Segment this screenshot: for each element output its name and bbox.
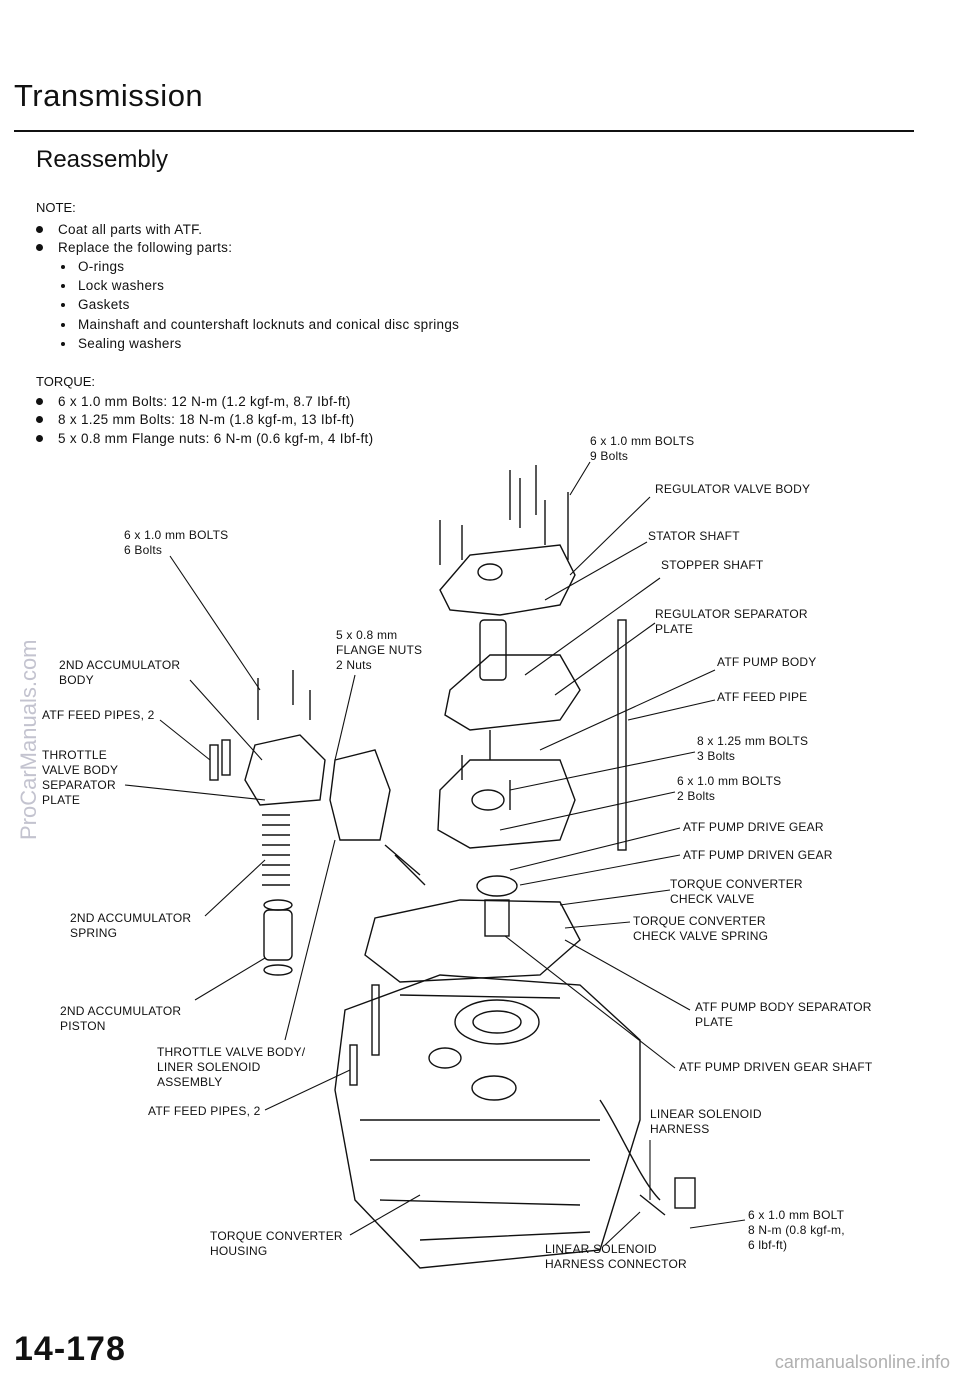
footer-site: carmanualsonline.info <box>774 1352 950 1372</box>
housing-bore <box>454 999 540 1045</box>
note-heading: NOTE: <box>36 200 76 215</box>
label-tc-check-valve: TORQUE CONVERTER CHECK VALVE <box>670 877 803 906</box>
label-pump-driven-gear: ATF PUMP DRIVEN GEAR <box>683 848 833 862</box>
note-subitem: O-rings <box>61 259 124 274</box>
label-accumulator-piston: 2ND ACCUMULATOR PISTON <box>60 1004 182 1033</box>
pump-separator-plate <box>364 899 581 983</box>
note-subitem: Sealing washers <box>61 336 182 351</box>
label-pump-driven-gear-shaft: ATF PUMP DRIVEN GEAR SHAFT <box>679 1060 873 1074</box>
title-rule <box>14 130 914 132</box>
note-subitem: Gaskets <box>61 297 130 312</box>
note-subitem: Mainshaft and countershaft locknuts and … <box>61 317 459 332</box>
label-bolts-9: 6 x 1.0 mm BOLTS 9 Bolts <box>590 434 695 463</box>
page-title: Transmission <box>14 78 204 113</box>
torque-item: 6 x 1.0 mm Bolts: 12 N-m (1.2 kgf-m, 8.7… <box>36 394 351 409</box>
label-regulator-separator-plate: REGULATOR SEPARATOR PLATE <box>655 607 808 636</box>
label-throttle-separator-plate: THROTTLE VALVE BODY SEPARATOR PLATE <box>42 748 119 807</box>
label-bolts-2: 6 x 1.0 mm BOLTS 2 Bolts <box>677 774 782 803</box>
throttle-valve-body <box>329 749 391 841</box>
label-regulator-valve-body: REGULATOR VALVE BODY <box>655 482 811 496</box>
label-atf-feed-pipes-upper: ATF FEED PIPES, 2 <box>42 708 155 722</box>
torque-heading: TORQUE: <box>36 374 95 389</box>
regulator-separator-plate <box>444 654 581 731</box>
label-atf-pump-body: ATF PUMP BODY <box>717 655 817 669</box>
accumulator-piston <box>263 909 293 961</box>
label-atf-feed-pipe: ATF FEED PIPE <box>717 690 808 704</box>
torque-item: 8 x 1.25 mm Bolts: 18 N-m (1.8 kgf-m, 13… <box>36 412 354 427</box>
label-atf-feed-pipes-lower: ATF FEED PIPES, 2 <box>148 1104 261 1118</box>
page-number: 14-178 <box>14 1330 126 1368</box>
torque-item: 5 x 0.8 mm Flange nuts: 6 N-m (0.6 kgf-m… <box>36 431 373 446</box>
solenoid-harness <box>599 1099 666 1216</box>
label-tc-check-valve-spring: TORQUE CONVERTER CHECK VALVE SPRING <box>633 914 769 943</box>
label-bolts-8x125: 8 x 1.25 mm BOLTS 3 Bolts <box>697 734 809 763</box>
label-pump-drive-gear: ATF PUMP DRIVE GEAR <box>683 820 824 834</box>
stator-shaft <box>479 619 507 681</box>
label-accumulator-body: 2ND ACCUMULATOR BODY <box>59 658 181 687</box>
converter-housing-outline <box>334 974 641 1269</box>
note-item: Replace the following parts: <box>36 240 232 255</box>
label-bolts-6: 6 x 1.0 mm BOLTS 6 Bolts <box>124 528 229 557</box>
section-subtitle: Reassembly <box>36 146 169 173</box>
note-subitem: Lock washers <box>61 278 164 293</box>
atf-pump-body <box>437 759 576 849</box>
label-stopper-shaft: STOPPER SHAFT <box>661 558 764 572</box>
label-tc-housing: TORQUE CONVERTER HOUSING <box>210 1229 343 1258</box>
label-throttle-valve-assembly: THROTTLE VALVE BODY/ LINER SOLENOID ASSE… <box>157 1045 306 1089</box>
label-linear-solenoid-harness: LINEAR SOLENOID HARNESS <box>650 1107 762 1136</box>
note-item: Coat all parts with ATF. <box>36 222 202 237</box>
label-harness-connector: LINEAR SOLENOID HARNESS CONNECTOR <box>545 1242 687 1271</box>
watermark: ProCarManuals.com <box>16 639 41 840</box>
label-pump-body-separator-plate: ATF PUMP BODY SEPARATOR PLATE <box>695 1000 872 1029</box>
label-stator-shaft: STATOR SHAFT <box>648 529 740 543</box>
label-accumulator-spring: 2ND ACCUMULATOR SPRING <box>70 911 192 940</box>
pump-gear <box>476 875 518 897</box>
label-flange-nuts: 5 x 0.8 mm FLANGE NUTS 2 Nuts <box>336 628 423 672</box>
regulator-valve-body <box>439 544 576 616</box>
accumulator-body <box>244 734 326 806</box>
accumulator-spring <box>262 814 290 886</box>
label-bolt-8nm: 6 x 1.0 mm BOLT 8 N-m (0.8 kgf-m, 6 lbf-… <box>748 1208 845 1252</box>
